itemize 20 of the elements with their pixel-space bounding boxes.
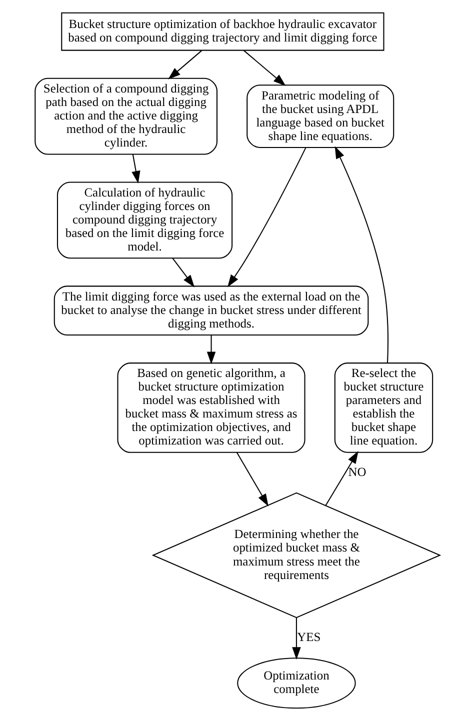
- arrow: [227, 147, 306, 288]
- node-box: Calculation of hydraulic cylinder digging forces on compound digging trajectory based on the limit digging force model.: [56, 182, 232, 259]
- arrow: [131, 154, 140, 184]
- node-box: Parametric modeling of the bucket using APDL language based on bucket shape line equations.: [246, 84, 394, 148]
- arrow: [292, 618, 300, 660]
- arrow: [172, 258, 194, 288]
- node-box: Based on genetic algorithm, a bucket structure optimization model was established with bucket mass & maximum stress as the optimization objectives, and optimization was carried out.: [116, 362, 305, 453]
- node-box: Re-select the bucket structure parameters and establish the bucket shape line equation.: [334, 362, 433, 453]
- node-box: Selection of a compound digging path based on the actual digging action and the active digging method of the hydraulic cylinder.: [34, 78, 217, 155]
- arrow: [206, 335, 216, 364]
- node-box: The limit digging force was used as the external load on the bucket to analyse the change in bucket stress under different digging methods.: [53, 286, 368, 336]
- arrow: [236, 452, 268, 506]
- edge-label: NO: [348, 464, 366, 479]
- node-box: Bucket structure optimization of backhoe hydraulic excavator based on compound digging trajectory and limit digging force: [60, 12, 384, 51]
- edge-label: YES: [296, 630, 320, 644]
- arrow: [334, 146, 388, 363]
- arrow: [243, 50, 286, 86]
- node-ellipse: Optimization complete: [236, 658, 356, 709]
- arrow: [324, 451, 358, 506]
- arrow: [168, 50, 202, 80]
